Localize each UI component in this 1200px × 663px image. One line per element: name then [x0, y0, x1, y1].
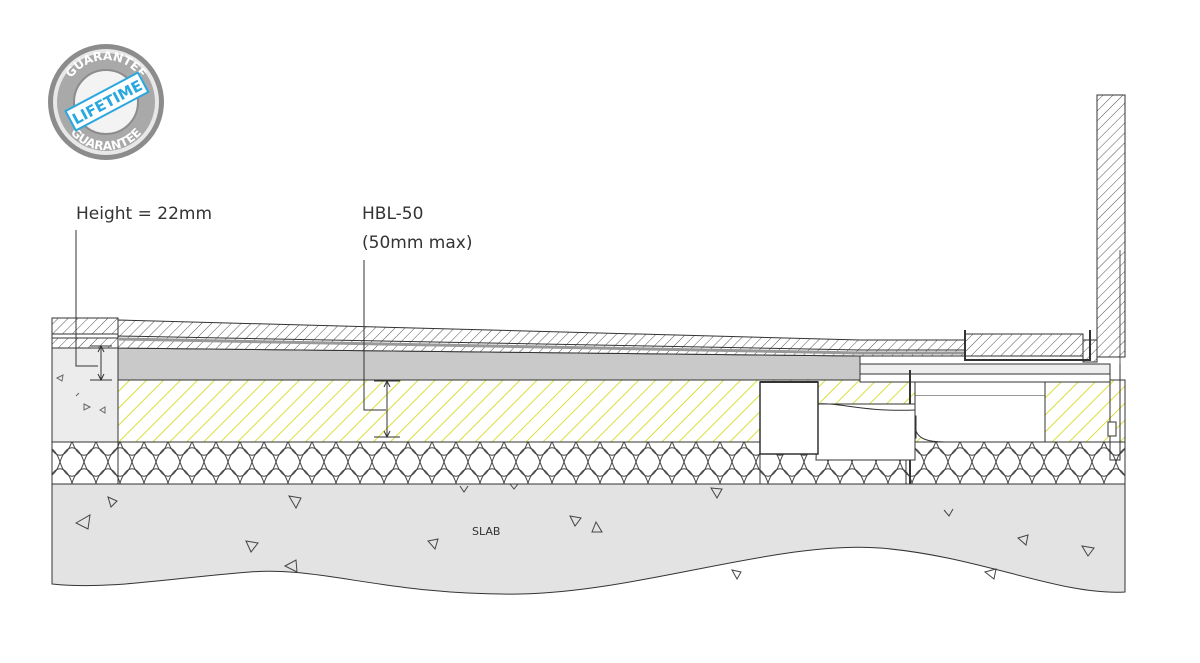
concrete-slab: [51, 483, 1126, 595]
product-note-label: (50mm max): [362, 233, 472, 253]
drain-channel: [914, 396, 1046, 443]
aggregate-marks: [74, 483, 1095, 581]
wall: [1096, 94, 1126, 358]
height-dimension: Height = 22mm: [75, 204, 212, 382]
drain-outlet: [759, 381, 819, 455]
tile-insert-grate: [964, 333, 1084, 357]
linear-drain-assembly: [759, 330, 1121, 484]
existing-tile-left: [51, 317, 119, 349]
lifetime-guarantee-badge: GUARANTEE GUARANTEE LIFETIME: [48, 44, 164, 160]
existing-screed: [51, 347, 119, 443]
slab-label: SLAB: [472, 525, 500, 538]
insulation-layer: [51, 441, 1126, 485]
drain-flange: [859, 363, 1111, 375]
product-label: HBL-50: [362, 204, 423, 224]
height-label: Height = 22mm: [76, 204, 212, 224]
hbl-50-dimension: HBL-50 (50mm max): [362, 204, 472, 439]
